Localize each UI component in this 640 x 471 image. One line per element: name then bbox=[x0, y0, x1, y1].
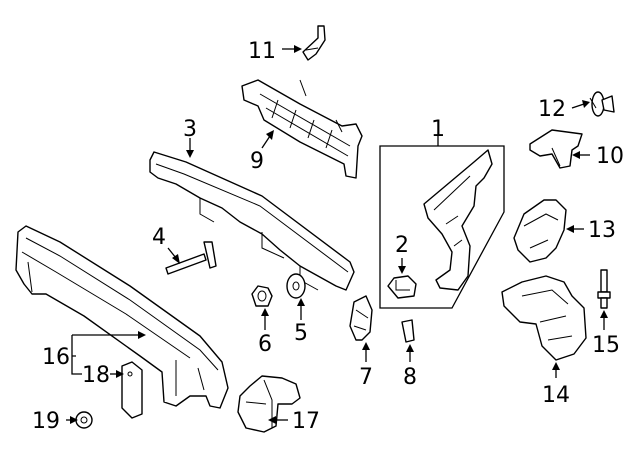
callout-2: 2 bbox=[395, 233, 409, 258]
callout-8: 8 bbox=[403, 365, 417, 390]
part-11-bracket bbox=[302, 25, 326, 61]
part-4-bolt bbox=[165, 241, 217, 275]
callout-18: 18 bbox=[82, 363, 110, 388]
callout-7: 7 bbox=[359, 365, 373, 390]
callout-13: 13 bbox=[588, 218, 616, 243]
part-7-bracket bbox=[349, 295, 373, 341]
part-5-washer bbox=[286, 273, 306, 299]
callout-3: 3 bbox=[183, 117, 197, 142]
part-8-clip bbox=[401, 319, 415, 343]
part-2-clip bbox=[387, 275, 417, 299]
part-13-cover bbox=[513, 199, 567, 263]
part-10-mount bbox=[529, 129, 583, 169]
callout-5: 5 bbox=[294, 321, 308, 346]
callout-17: 17 bbox=[292, 409, 320, 434]
part-3-upper-beam bbox=[149, 151, 355, 291]
callout-12: 12 bbox=[538, 97, 566, 122]
part-19-nut bbox=[75, 411, 93, 429]
part-15-stud bbox=[597, 269, 611, 309]
part-18-plate bbox=[121, 361, 143, 419]
part-9-support-bracket bbox=[241, 79, 363, 179]
callout-16: 16 bbox=[42, 345, 70, 370]
callout-9: 9 bbox=[250, 149, 264, 174]
part-1-reinforcement-group bbox=[379, 145, 505, 309]
callout-6: 6 bbox=[258, 332, 272, 357]
callout-15: 15 bbox=[592, 333, 620, 358]
callout-1: 1 bbox=[431, 117, 445, 142]
callout-4: 4 bbox=[152, 225, 166, 250]
part-17-tow-bracket bbox=[237, 375, 301, 433]
part-12-push-clip bbox=[589, 91, 615, 117]
callout-labels: 1 2 3 4 5 6 7 8 9 10 11 12 13 14 15 16 1… bbox=[32, 39, 624, 434]
part-6-nut bbox=[251, 285, 273, 307]
callout-11: 11 bbox=[248, 39, 276, 64]
leader-lines bbox=[66, 45, 608, 424]
callout-10: 10 bbox=[596, 144, 624, 169]
callout-19: 19 bbox=[32, 409, 60, 434]
part-14-mount-bracket bbox=[501, 275, 587, 361]
part-16-lower-beam bbox=[15, 225, 229, 409]
callout-14: 14 bbox=[542, 383, 570, 408]
